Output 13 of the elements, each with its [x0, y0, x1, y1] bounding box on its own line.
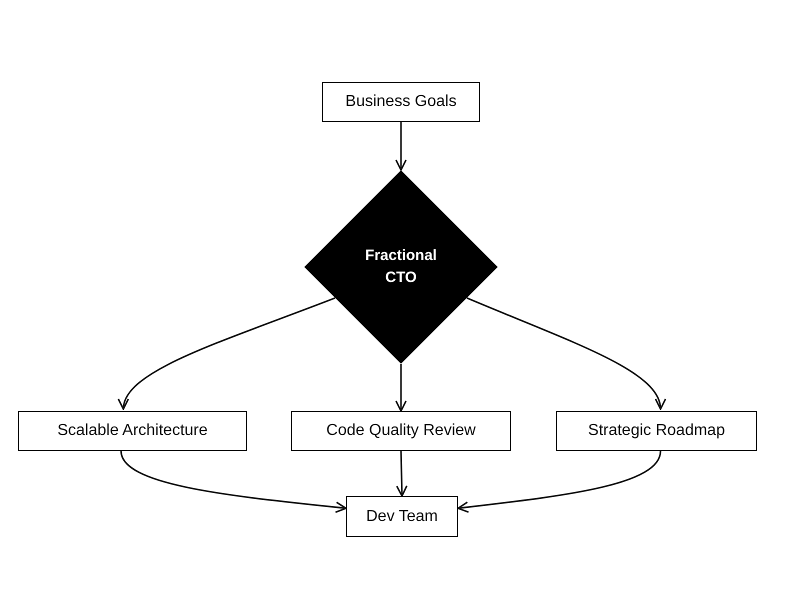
arrow: [457, 450, 662, 513]
arrow: [120, 450, 347, 514]
process-box: Business Goals: [322, 82, 480, 122]
process-box: Code Quality Review: [291, 411, 511, 451]
arrow: [395, 122, 407, 171]
arrow: [120, 297, 336, 410]
process-box: Scalable Architecture: [18, 411, 247, 451]
arrow: [395, 364, 407, 412]
arrow: [396, 450, 408, 497]
process-box: Strategic Roadmap: [556, 411, 757, 451]
node-label: Fractional CTO: [364, 246, 438, 288]
arrow: [466, 297, 664, 410]
process-box: Dev Team: [346, 496, 458, 537]
